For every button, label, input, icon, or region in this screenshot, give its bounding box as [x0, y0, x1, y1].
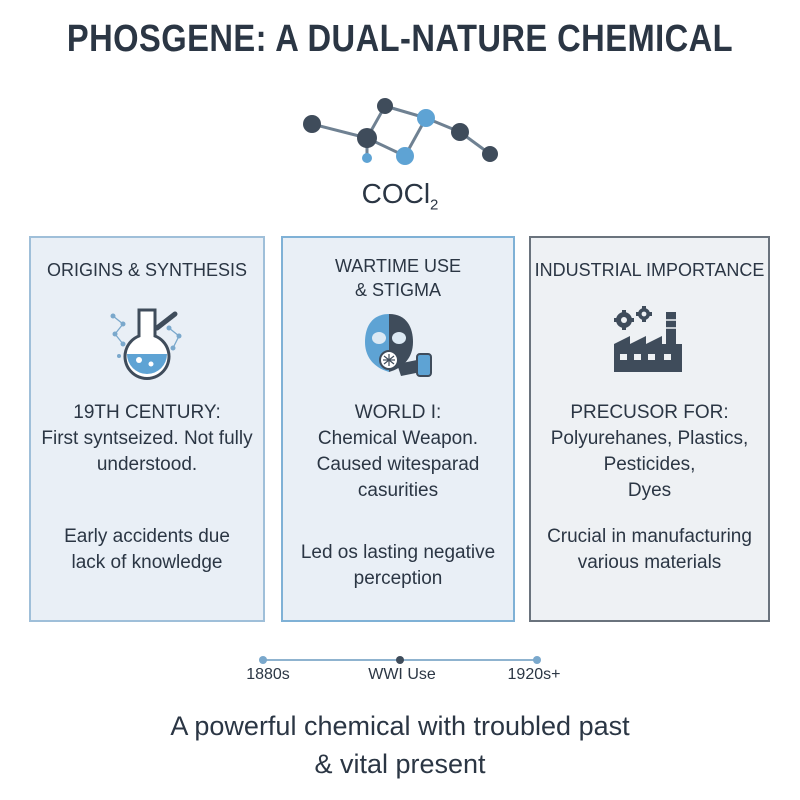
panel-text-secondary: Led os lasting negative perception [287, 540, 509, 592]
formula-subscript: 2 [430, 196, 439, 214]
text-line: Polyurehanes, Plastics, [550, 428, 749, 449]
text-line: Chemical Weapon. [317, 428, 479, 449]
factory-icon [613, 306, 682, 372]
formula-main: COCl [361, 178, 431, 209]
timeline-label: 1920s+ [507, 666, 561, 683]
flask-icon [110, 308, 182, 380]
panel-title: INDUSTRIAL IMPORTANCE [531, 258, 768, 282]
text-line: PRECUSOR FOR: [570, 402, 729, 423]
text-line: various materials [577, 552, 722, 573]
timeline-label: 1880s [246, 666, 290, 683]
panel-origins: ORIGINS & SYNTHESIS 19TH CENTURY: First … [29, 236, 265, 622]
page-title: PHOSGENE: A DUAL-NATURE CHEMICAL [66, 18, 734, 60]
gas-mask-icon [365, 314, 432, 377]
panel-text: WORLD I: Chemical Weapon. Caused witespa… [287, 400, 509, 504]
timeline-dot [533, 656, 541, 664]
text-line: Crucial in manufacturing [547, 526, 752, 547]
chemical-formula: COCl2 [0, 178, 800, 214]
panel-title: ORIGINS & SYNTHESIS [31, 258, 263, 282]
panel-title: WARTIME USE & STIGMA [283, 254, 513, 302]
panel-wartime: WARTIME USE & STIGMA WORLD I: Chemical W… [281, 236, 515, 622]
text-line: Dyes [627, 480, 672, 501]
timeline-label: WWI Use [368, 666, 436, 683]
text-line: Led os lasting negative [300, 542, 496, 563]
panel-industrial: INDUSTRIAL IMPORTANCE PRECUSOR FOR: Poly… [529, 236, 770, 622]
molecule-icon [303, 98, 498, 165]
text-line: perception [353, 568, 443, 589]
timeline-dot [396, 656, 404, 664]
panel-title-line: ORIGINS & SYNTHESIS [46, 260, 248, 280]
text-line: Early accidents due [64, 526, 230, 547]
text-line: Caused witesparad [316, 454, 480, 475]
text-line: WORLD I: [354, 402, 442, 423]
panel-text-secondary: Crucial in manufacturing various materia… [535, 524, 764, 576]
panel-text: PRECUSOR FOR: Polyurehanes, Plastics, Pe… [535, 400, 764, 504]
panel-text-secondary: Early accidents due lack of knowledge [35, 524, 259, 576]
text-line: First syntseized. Not fully [41, 428, 253, 449]
text-line: Pesticides, [603, 454, 696, 475]
text-line: understood. [96, 454, 198, 475]
text-line: lack of knowledge [71, 552, 223, 573]
timeline [259, 656, 541, 664]
panel-title-line: & STIGMA [354, 280, 441, 300]
timeline-dot [259, 656, 267, 664]
tagline-line: A powerful chemical with troubled past [170, 711, 630, 741]
tagline-line: & vital present [314, 749, 486, 779]
panel-title-line: INDUSTRIAL IMPORTANCE [534, 260, 765, 280]
panel-text: 19TH CENTURY: First syntseized. Not full… [35, 400, 259, 478]
panel-title-line: WARTIME USE [334, 256, 461, 276]
text-line: casurities [357, 480, 439, 501]
text-line: 19TH CENTURY: [73, 402, 221, 423]
tagline: A powerful chemical with troubled past &… [0, 707, 800, 783]
